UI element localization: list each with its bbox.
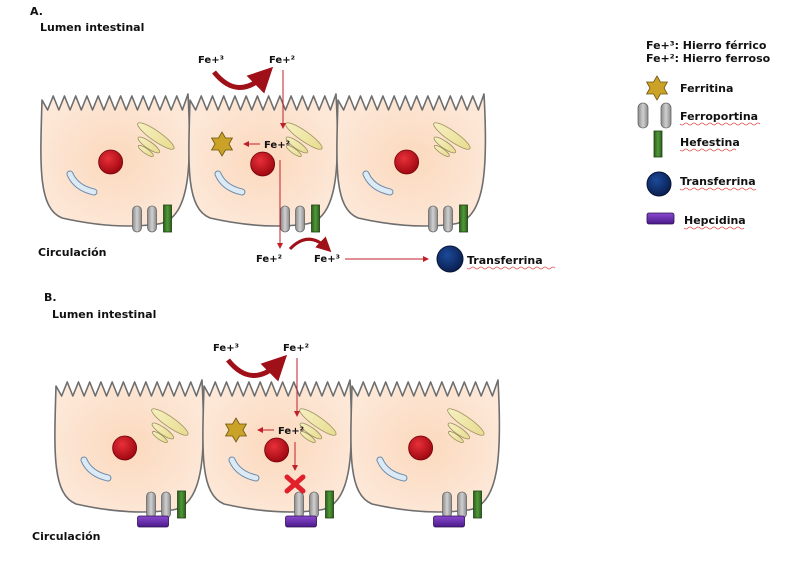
golgi-icon — [299, 408, 337, 436]
mitochondrion-icon — [377, 457, 407, 481]
panel-b-label: B. — [44, 291, 57, 304]
golgi-icon — [299, 422, 323, 440]
nucleus-icon — [264, 437, 290, 463]
nucleus-icon — [394, 149, 420, 175]
panel-a: A. Lumen intestinal Circulación Fe+³ Fe+… — [30, 5, 556, 273]
panel-b-fe3-top: Fe+³ — [213, 343, 239, 354]
panel-a-enterocyte-1 — [40, 93, 191, 233]
golgi-icon — [137, 136, 161, 154]
transferrin-icon — [646, 171, 672, 197]
mitochondrion-icon — [215, 171, 245, 195]
panel-b-lumen-label: Lumen intestinal — [52, 308, 156, 321]
ferroportin-icon — [280, 205, 290, 233]
panel-a-enterocyte-2 — [188, 93, 339, 233]
legend-ferric-definition: Fe+³: Hierro férrico — [646, 39, 767, 52]
panel-b-reduction-arrow-icon — [226, 354, 288, 382]
hepcidin-icon — [646, 212, 675, 225]
ferroportin-icon — [294, 491, 304, 519]
panel-a-cells — [40, 93, 487, 233]
panel-b-enterocyte-1 — [54, 379, 205, 528]
panel-a-lumen-label: Lumen intestinal — [40, 21, 144, 34]
golgi-icon — [285, 136, 309, 154]
panel-a-fe2-top: Fe+² — [269, 55, 295, 66]
legend-ferrous-definition: Fe+²: Hierro ferroso — [646, 52, 771, 65]
mitochondrion-icon — [67, 171, 97, 195]
mitochondrion-icon — [229, 457, 259, 481]
golgi-icon — [433, 145, 450, 157]
golgi-icon — [447, 408, 485, 436]
panel-a-fe3-bottom: Fe+³ — [314, 254, 340, 265]
hephaestin-icon — [325, 490, 334, 519]
golgi-icon — [151, 422, 175, 440]
ferroportin-icon — [132, 205, 142, 233]
panel-b-fe2-inside: Fe+² — [278, 426, 304, 437]
panel-a-reduction-arrow-icon — [212, 66, 274, 94]
panel-b-circulation-label: Circulación — [32, 530, 101, 543]
panel-a-fe2-bottom: Fe+² — [256, 254, 282, 265]
ferroportin-icon — [309, 491, 319, 519]
hepcidin-icon — [285, 515, 317, 528]
golgi-icon — [285, 145, 302, 157]
legend-ferroportin-label: Ferroportina — [680, 110, 758, 123]
panel-b-cells — [54, 379, 501, 528]
hephaestin-icon — [459, 204, 468, 233]
golgi-icon — [137, 145, 154, 157]
golgi-icon — [447, 422, 471, 440]
nucleus-icon — [250, 151, 276, 177]
nucleus-icon — [112, 435, 138, 461]
ferroportin-icon — [457, 491, 467, 519]
hepcidin-icon — [137, 515, 169, 528]
golgi-icon — [299, 431, 316, 443]
golgi-icon — [137, 122, 175, 150]
ferritin-star-icon — [645, 75, 669, 101]
hephaestin-icon — [473, 490, 482, 519]
legend-transferrin-label: Transferrina — [680, 175, 756, 188]
ferroportin-icon — [147, 205, 157, 233]
panel-b: B. Lumen intestinal Circulación Fe+³ Fe+… — [32, 291, 501, 543]
golgi-icon — [433, 136, 457, 154]
panel-b-fe2-top: Fe+² — [283, 343, 309, 354]
panel-a-ferritin-icon — [210, 131, 234, 157]
panel-a-fe3-top: Fe+³ — [198, 55, 224, 66]
golgi-icon — [151, 408, 189, 436]
panel-b-blocked-export-icon — [284, 474, 306, 494]
panel-a-circulation-label: Circulación — [38, 246, 107, 259]
nucleus-icon — [98, 149, 124, 175]
hephaestin-icon — [311, 204, 320, 233]
ferroportin-icon — [443, 205, 453, 233]
mitochondrion-icon — [363, 171, 393, 195]
panel-a-label: A. — [30, 5, 43, 18]
ferroportin-icon — [295, 205, 305, 233]
panel-a-transferrin-label: Transferrina — [467, 254, 543, 267]
ferroportin-icon — [637, 102, 672, 129]
mitochondrion-icon — [81, 457, 111, 481]
golgi-icon — [151, 431, 168, 443]
hephaestin-icon — [163, 204, 172, 233]
ferroportin-icon — [146, 491, 156, 519]
golgi-icon — [447, 431, 464, 443]
ferroportin-icon — [161, 491, 171, 519]
legend-hepcidin-label: Hepcidina — [684, 214, 746, 227]
panel-a-fe2-inside: Fe+² — [264, 140, 290, 151]
panel-a-oxidation-arrow-icon — [288, 236, 332, 253]
panel-a-transferrin-icon — [436, 245, 464, 273]
ferroportin-icon — [442, 491, 452, 519]
ferroportin-icon — [428, 205, 438, 233]
hephaestin-icon — [177, 490, 186, 519]
legend-hephaestin-label: Hefestina — [680, 136, 740, 149]
hepcidin-icon — [433, 515, 465, 528]
panel-b-enterocyte-2 — [202, 379, 353, 528]
hephaestin-icon — [653, 130, 663, 158]
legend: Fe+³: Hierro férrico Fe+²: Hierro ferros… — [637, 39, 771, 230]
golgi-icon — [433, 122, 471, 150]
panel-a-enterocyte-3 — [336, 93, 487, 233]
legend-ferritin-label: Ferritina — [680, 82, 733, 95]
panel-b-enterocyte-3 — [350, 379, 501, 528]
nucleus-icon — [408, 435, 434, 461]
panel-b-ferritin-icon — [224, 417, 248, 443]
